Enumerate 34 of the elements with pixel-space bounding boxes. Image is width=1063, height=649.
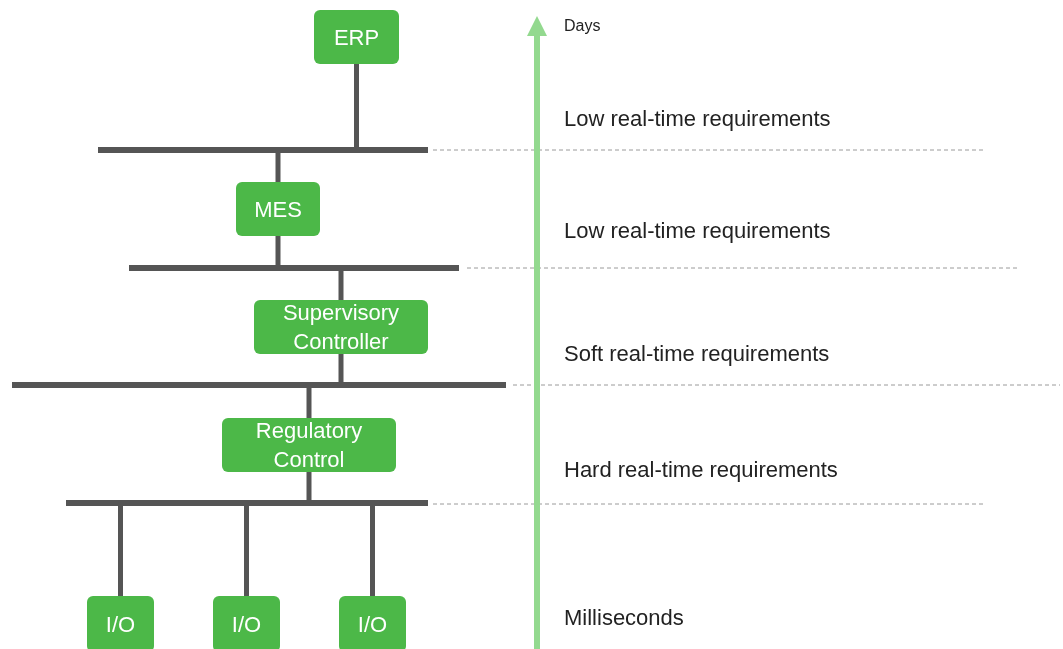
level-box bbox=[254, 300, 428, 354]
bus-bar bbox=[98, 147, 428, 153]
level-box bbox=[222, 418, 396, 472]
connector-line bbox=[370, 506, 375, 596]
level-box bbox=[87, 596, 154, 649]
time-scale-label: Low real-time requirements bbox=[564, 218, 831, 244]
level-label: I/O bbox=[105, 610, 136, 639]
time-scale-label: Milliseconds bbox=[564, 605, 684, 631]
connector-line bbox=[306, 472, 312, 500]
level-box bbox=[314, 10, 399, 64]
level-label: ERP bbox=[333, 23, 380, 52]
connector-line bbox=[275, 153, 281, 182]
time-scale-label: Low real-time requirements bbox=[564, 106, 831, 132]
level-box bbox=[236, 182, 320, 236]
time-scale-label: Hard real-time requirements bbox=[564, 457, 838, 483]
time-scale-label: Days bbox=[564, 17, 601, 35]
connector-line bbox=[118, 506, 123, 596]
level-label: Regulatory Control bbox=[254, 417, 364, 474]
bus-bar bbox=[12, 382, 506, 388]
time-scale-label: Soft real-time requirements bbox=[564, 341, 830, 367]
level-label: I/O bbox=[231, 610, 262, 639]
bus-bar bbox=[66, 500, 428, 506]
connector-line bbox=[354, 64, 359, 147]
connector-line bbox=[244, 506, 249, 596]
level-label: MES bbox=[254, 195, 302, 224]
bus-bar bbox=[129, 265, 459, 271]
connector-line bbox=[306, 388, 312, 418]
level-label: Supervisory Controller bbox=[281, 299, 401, 356]
connector-line bbox=[275, 236, 281, 265]
level-label: I/O bbox=[357, 610, 388, 639]
connector-line bbox=[338, 354, 344, 382]
level-box bbox=[213, 596, 280, 649]
connector-line bbox=[338, 271, 344, 300]
level-box bbox=[339, 596, 406, 649]
